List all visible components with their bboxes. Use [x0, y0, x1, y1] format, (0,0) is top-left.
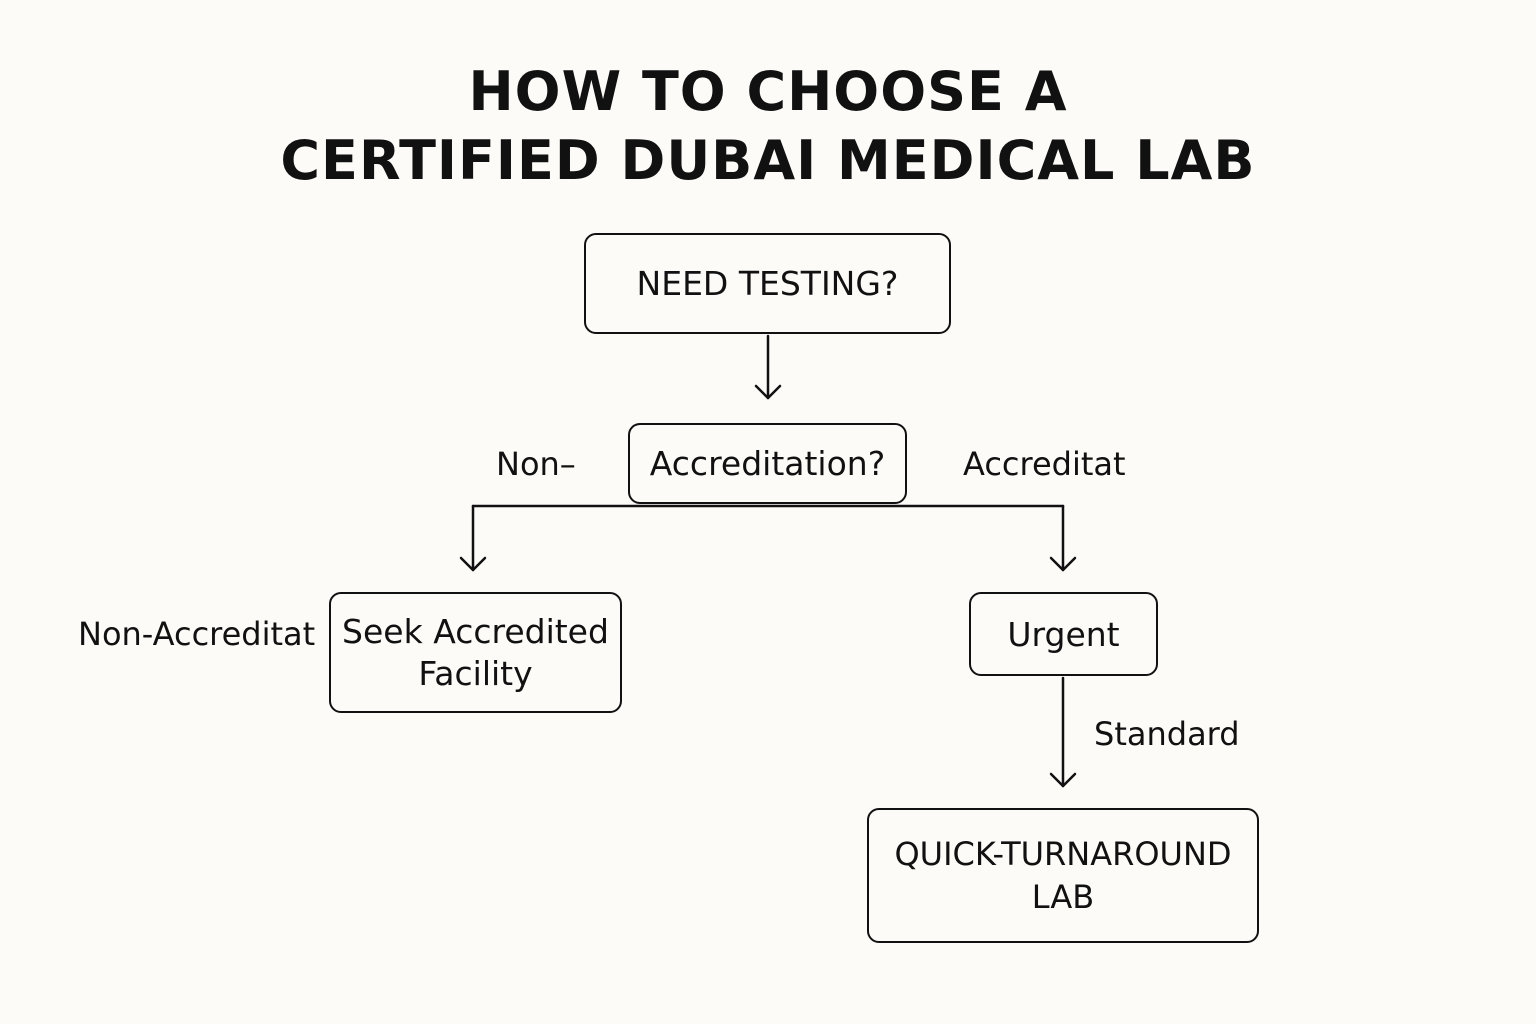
node-need-testing: NEED TESTING? — [584, 233, 951, 334]
node-need-testing-label: NEED TESTING? — [636, 264, 899, 303]
node-seek-label-line-1: Seek Accredited — [342, 611, 609, 651]
arrowhead-need-to-accreditation — [754, 384, 782, 400]
edge-label-accreditat: Accreditat — [963, 445, 1126, 483]
edge-label-non: Non– — [496, 445, 576, 483]
arrowhead-to-urgent — [1049, 556, 1077, 572]
node-urgent: Urgent — [969, 592, 1158, 676]
node-accreditation-label: Accreditation? — [649, 444, 886, 483]
edge-label-standard: Standard — [1094, 715, 1240, 753]
node-seek-accredited-facility: Seek Accredited Facility — [329, 592, 622, 713]
arrowhead-to-seek — [459, 556, 487, 572]
diagram-title-line-1: HOW TO CHOOSE A — [468, 60, 1068, 123]
diagram-title-line-2: CERTIFIED DUBAI MEDICAL LAB — [280, 129, 1256, 192]
node-quick-label-line-2: LAB — [1031, 877, 1095, 916]
arrowhead-urgent-to-quick — [1049, 772, 1077, 788]
node-accreditation: Accreditation? — [628, 423, 907, 504]
node-urgent-label: Urgent — [1007, 614, 1120, 654]
edge-label-non-accreditat: Non-Accreditat — [78, 615, 316, 653]
node-quick-turnaround-lab: QUICK-TURNAROUND LAB — [867, 808, 1259, 943]
node-seek-label-line-2: Facility — [418, 653, 533, 693]
node-quick-label-line-1: QUICK-TURNAROUND — [894, 834, 1232, 873]
